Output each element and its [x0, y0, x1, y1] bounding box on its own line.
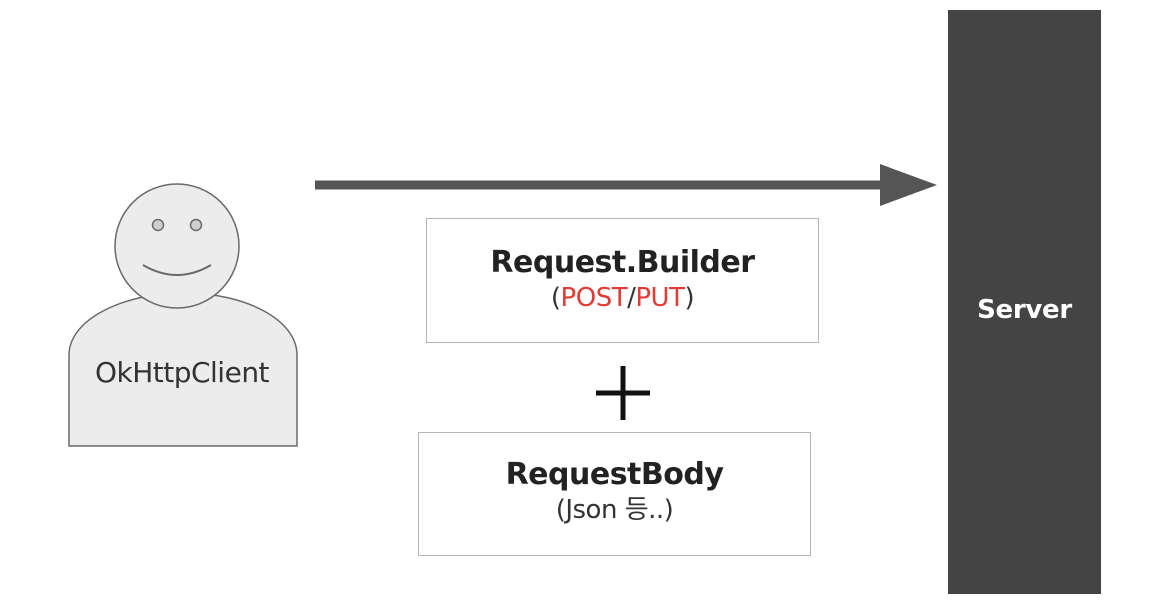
request-body-subtitle: (Json 등..) [555, 495, 674, 525]
server-label: Server [977, 295, 1072, 325]
arrow-head [880, 164, 937, 206]
server-box: Server [948, 10, 1101, 594]
person-icon [68, 183, 298, 447]
request-body-box: RequestBody (Json 등..) [418, 432, 811, 556]
person-left-eye [151, 218, 165, 232]
plus-icon [596, 366, 650, 420]
request-builder-title: Request.Builder [490, 245, 755, 280]
open-paren: ( [550, 283, 561, 313]
request-body-title: RequestBody [505, 457, 724, 492]
method-put: PUT [635, 283, 685, 313]
client-label: OkHttpClient [94, 356, 270, 389]
request-builder-box: Request.Builder (POST/PUT) [426, 218, 819, 343]
request-builder-methods: (POST/PUT) [427, 281, 818, 315]
arrow-right-icon [315, 164, 937, 206]
close-paren: ) [684, 283, 695, 313]
person-head [114, 183, 240, 309]
method-separator: / [627, 283, 636, 313]
person-right-eye [189, 218, 203, 232]
person-smile [142, 264, 212, 276]
method-post: POST [560, 283, 628, 313]
